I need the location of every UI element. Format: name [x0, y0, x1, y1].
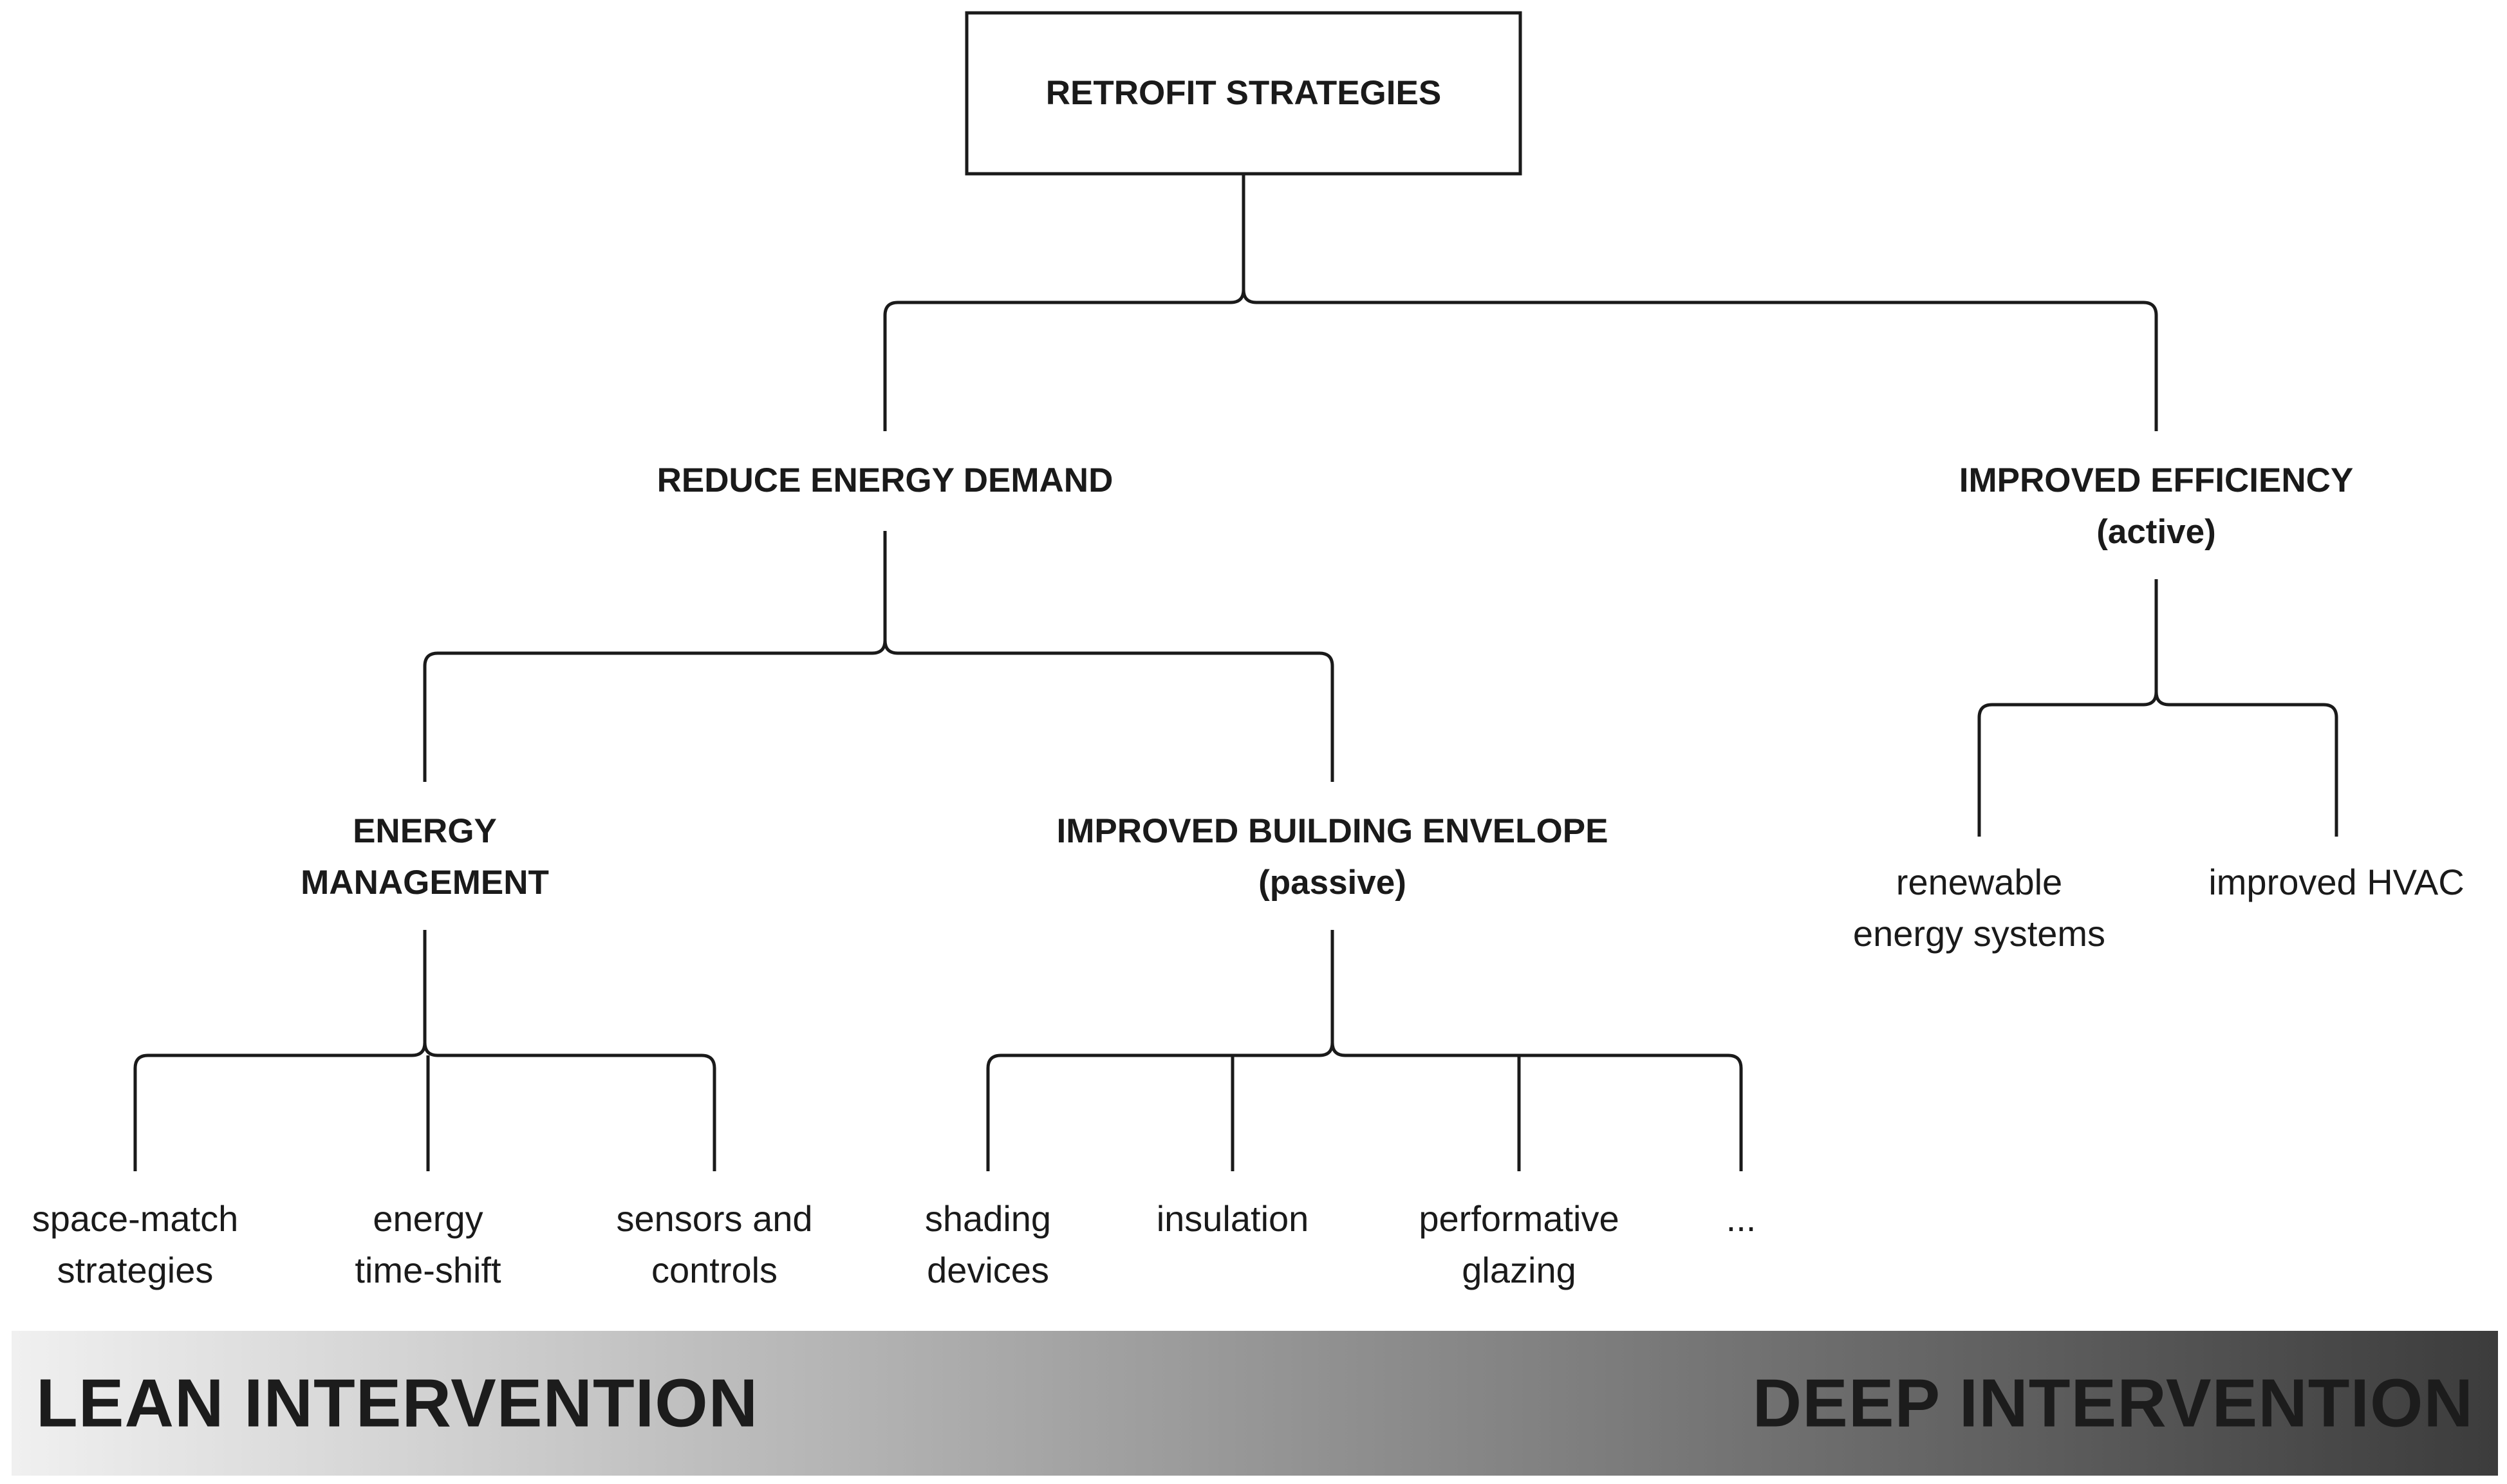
leaf-insulation: insulation [1157, 1198, 1309, 1239]
leaf-renewable-energy-systems: renewable [1896, 862, 2062, 902]
connector-demand-to-groups [423, 531, 1334, 782]
leaf-energy-time-shift-line2: time-shift [355, 1250, 501, 1290]
connector-envelope-to-leaves [986, 930, 1743, 1171]
group-energy-management-line2: MANAGEMENT [301, 864, 549, 902]
leaf-renewable-energy-systems-line2: energy systems [1853, 913, 2105, 954]
leaf-shading-devices: shading [925, 1198, 1051, 1239]
branch-improved-efficiency-qualifier: (active) [2096, 513, 2216, 551]
group-improved-building-envelope: IMPROVED BUILDING ENVELOPE [1057, 812, 1608, 850]
root-node-box [965, 11, 1522, 176]
leaf-more-ellipsis: ... [1726, 1198, 1757, 1239]
branch-reduce-energy-demand: REDUCE ENERGY DEMAND [657, 461, 1114, 499]
leaf-performative-glazing: performative [1419, 1198, 1619, 1239]
leaf-space-match-strategies-line2: strategies [57, 1250, 214, 1290]
group-energy-management: ENERGY [353, 812, 497, 850]
connector-efficiency-to-leaves [1977, 579, 2338, 837]
root-node-label: RETROFIT STRATEGIES [1046, 74, 1441, 112]
deep-intervention-label: DEEP INTERVENTION [1752, 1365, 2474, 1441]
leaf-energy-time-shift: energy [373, 1198, 483, 1239]
branch-improved-efficiency: IMPROVED EFFICIENCY [1959, 461, 2354, 499]
lean-intervention-label: LEAN INTERVENTION [36, 1365, 759, 1441]
leaf-sensors-and-controls-line2: controls [651, 1250, 778, 1290]
leaf-sensors-and-controls: sensors and [616, 1198, 812, 1239]
intervention-scale-band: LEAN INTERVENTION DEEP INTERVENTION [12, 1331, 2498, 1476]
connector-management-to-leaves [133, 930, 716, 1171]
connector-root-to-branches [883, 174, 2158, 431]
group-improved-building-envelope-qualifier: (passive) [1258, 864, 1406, 902]
leaf-improved-hvac: improved HVAC [2208, 862, 2464, 902]
leaf-space-match-strategies: space-match [32, 1198, 239, 1239]
leaf-performative-glazing-line2: glazing [1462, 1250, 1576, 1290]
leaf-shading-devices-line2: devices [927, 1250, 1049, 1290]
